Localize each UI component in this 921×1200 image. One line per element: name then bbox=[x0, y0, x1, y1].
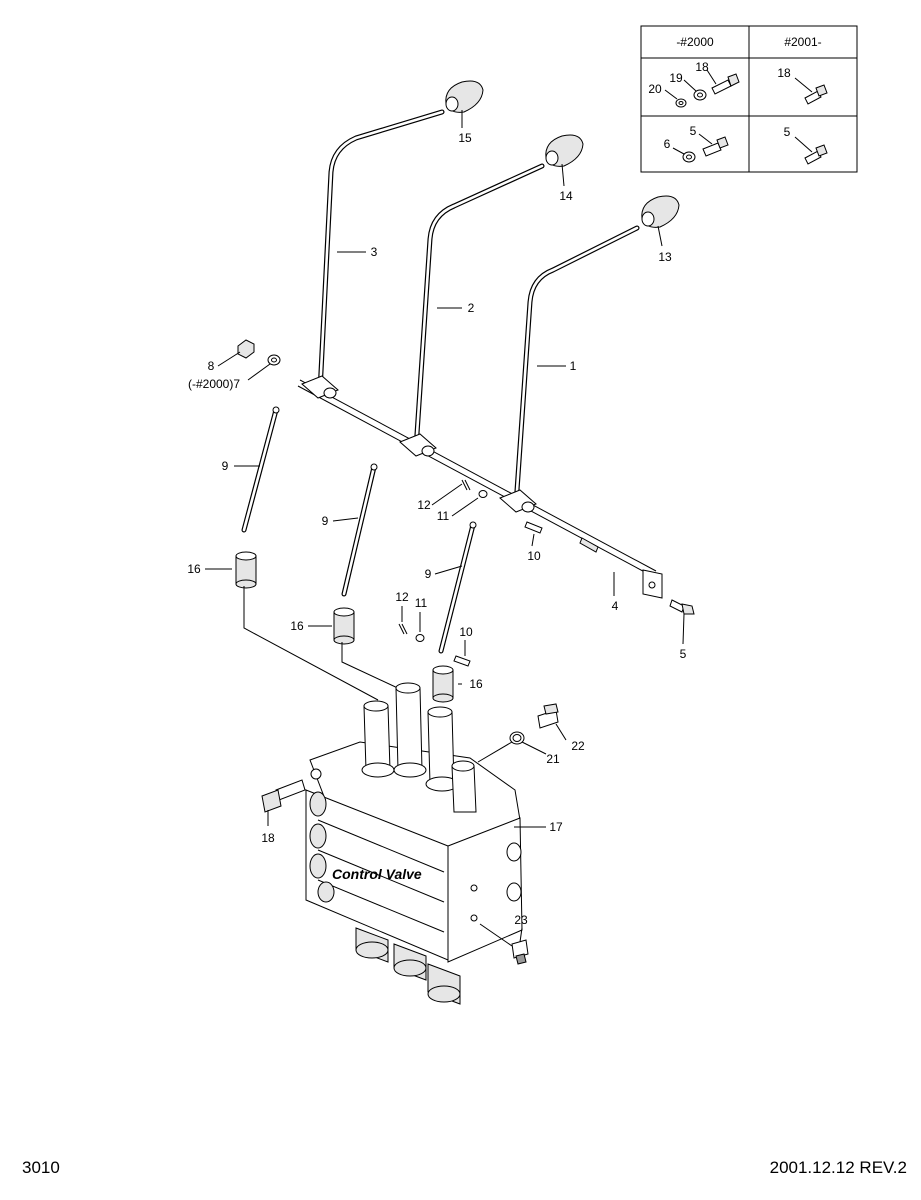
sleeve-leader-a bbox=[243, 586, 379, 701]
cross-shaft bbox=[297, 379, 663, 599]
callout-13: 13 bbox=[658, 250, 672, 264]
pin-10a bbox=[524, 521, 543, 534]
table-callout-5b: 5 bbox=[784, 125, 791, 139]
pin-10b bbox=[453, 655, 471, 667]
bolt-5 bbox=[669, 599, 695, 615]
callout-11a: 11 bbox=[437, 509, 450, 523]
callout-4: 4 bbox=[612, 599, 619, 613]
washer-7 bbox=[267, 354, 281, 366]
spool-top-3 bbox=[425, 706, 459, 792]
sleeve-16a bbox=[235, 551, 257, 589]
knob-15 bbox=[445, 80, 484, 113]
callout-12a: 12 bbox=[417, 498, 431, 512]
callout-22: 22 bbox=[571, 739, 585, 753]
callout-10b: 10 bbox=[459, 625, 473, 639]
callouts: 15 14 13 3 2 1 8 (-#2000)7 9 9 9 12 11 1… bbox=[187, 131, 686, 927]
callout-1: 1 bbox=[570, 359, 577, 373]
callout-18: 18 bbox=[261, 831, 275, 845]
callout-23: 23 bbox=[514, 913, 528, 927]
callout-8: 8 bbox=[208, 359, 215, 373]
table-callout-19: 19 bbox=[669, 71, 683, 85]
sleeve-16c bbox=[432, 665, 454, 703]
callout-3: 3 bbox=[371, 245, 378, 259]
table-callout-18b: 18 bbox=[777, 66, 791, 80]
plug-22 bbox=[537, 703, 559, 729]
washer-11b bbox=[415, 634, 425, 642]
cotter-pin-12a bbox=[461, 479, 471, 491]
callout-7: (-#2000)7 bbox=[188, 377, 240, 391]
callout-21: 21 bbox=[546, 752, 560, 766]
lever-hub-3 bbox=[301, 375, 339, 399]
table-callout-5a: 5 bbox=[690, 124, 697, 138]
lever-2 bbox=[413, 163, 545, 452]
plug-23 bbox=[511, 939, 529, 965]
table-header-pre-2000: -#2000 bbox=[676, 35, 714, 49]
lever-3 bbox=[317, 109, 445, 395]
callout-11b: 11 bbox=[415, 596, 428, 610]
table-callout-18a: 18 bbox=[695, 60, 709, 74]
spool-cap-3 bbox=[427, 963, 461, 1005]
nut-8 bbox=[237, 339, 255, 359]
callout-15: 15 bbox=[458, 131, 472, 145]
callout-14: 14 bbox=[559, 189, 573, 203]
table-lockwasher-19 bbox=[693, 89, 707, 101]
callout-16c: 16 bbox=[469, 677, 483, 691]
table-washer-20 bbox=[675, 98, 687, 108]
link-rod-9c bbox=[438, 521, 477, 654]
cotter-pin-12b bbox=[398, 623, 408, 635]
table-bolt-5a bbox=[702, 136, 729, 157]
link-rod-9b bbox=[341, 463, 378, 597]
spool-top-4 bbox=[451, 760, 477, 813]
lever-hub-2 bbox=[399, 433, 437, 457]
callout-2: 2 bbox=[468, 301, 475, 315]
spool-cap-2 bbox=[393, 943, 427, 981]
callout-5: 5 bbox=[680, 647, 687, 661]
callout-16a: 16 bbox=[187, 562, 201, 576]
callout-10a: 10 bbox=[527, 549, 541, 563]
page-number: 3010 bbox=[22, 1158, 60, 1177]
table-bolt-5b bbox=[804, 144, 828, 165]
washer-11a bbox=[478, 490, 488, 498]
table-callout-6: 6 bbox=[664, 137, 671, 151]
leader-lines bbox=[205, 110, 685, 947]
sleeve-leader-b bbox=[341, 642, 403, 691]
oring-21 bbox=[509, 731, 525, 745]
callout-17: 17 bbox=[549, 820, 563, 834]
table-header-post-2001: #2001- bbox=[784, 35, 821, 49]
revision-date: 2001.12.12 REV.2 bbox=[769, 1158, 907, 1177]
callout-9c: 9 bbox=[425, 567, 432, 581]
spool-top-2 bbox=[393, 682, 427, 778]
lever-hub-1 bbox=[499, 489, 537, 513]
sleeve-16b bbox=[333, 607, 355, 645]
callout-9b: 9 bbox=[322, 514, 329, 528]
knob-13 bbox=[641, 195, 680, 228]
control-valve-label: Control Valve bbox=[332, 866, 422, 882]
table-bolt-18a bbox=[711, 73, 740, 95]
lever-1 bbox=[513, 225, 640, 508]
spool-cap-1 bbox=[355, 927, 389, 963]
version-table: -#2000 #2001- 20 19 18 18 bbox=[640, 25, 858, 173]
control-valve-body: Control Valve bbox=[305, 682, 523, 1005]
table-callout-20: 20 bbox=[648, 82, 662, 96]
callout-12b: 12 bbox=[395, 590, 409, 604]
spool-top-1 bbox=[361, 700, 395, 778]
callout-9a: 9 bbox=[222, 459, 229, 473]
knob-14 bbox=[545, 134, 584, 167]
table-bolt-18b bbox=[804, 84, 828, 105]
table-washer-6 bbox=[682, 151, 696, 163]
callout-16b: 16 bbox=[290, 619, 304, 633]
fitting-18 bbox=[261, 779, 306, 813]
link-rod-9a bbox=[241, 406, 280, 533]
